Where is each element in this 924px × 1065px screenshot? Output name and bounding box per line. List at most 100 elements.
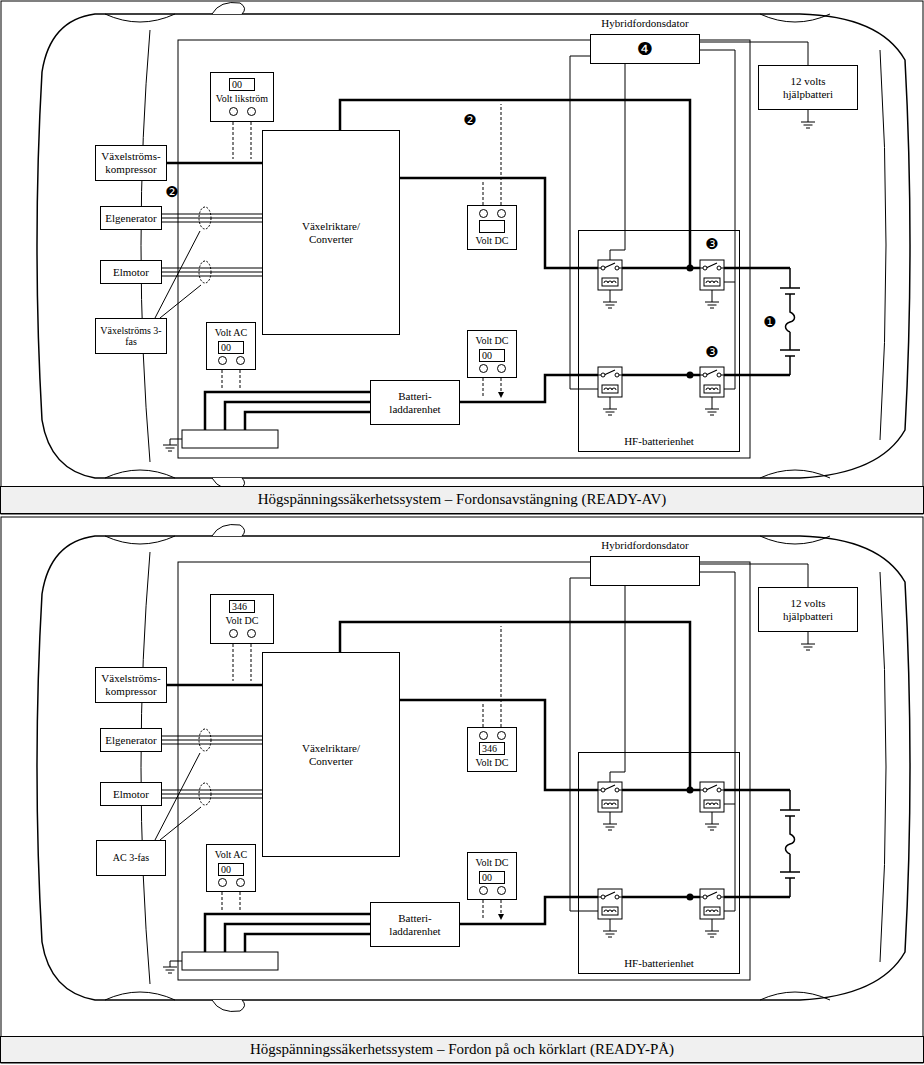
probe-terminal [479, 731, 488, 740]
meter-reading: 00 [229, 78, 255, 91]
wire-group [400, 178, 578, 268]
hv-wire [167, 162, 262, 165]
node-text: AC 3-fas [113, 852, 149, 864]
wire-group [460, 897, 578, 924]
probe-terminals [229, 107, 256, 116]
hv-wire [162, 271, 262, 272]
meter-reading: 00 [479, 871, 505, 884]
meter-reading: 00 [218, 341, 244, 354]
probe-terminal [497, 364, 506, 373]
meter-label: Volt DC [476, 757, 509, 769]
charger-box: Batteri- laddarenhet [370, 902, 460, 947]
meter-reading: 00 [479, 349, 505, 362]
voltmeter: 346Volt DC [210, 594, 274, 644]
node-text: Batteri- laddarenhet [383, 912, 447, 937]
phase-wire [162, 743, 262, 744]
wire-group [400, 700, 578, 790]
wire-group [700, 42, 808, 65]
wire-group [162, 790, 262, 798]
compressor-box: Växelströms- kompressor [95, 667, 167, 703]
probe-terminals [479, 731, 506, 740]
probe-terminal [479, 209, 488, 218]
unit-heading: Hybridfordonsdator [601, 539, 688, 551]
meter-label: Volt DC [476, 335, 509, 347]
inverter-box: Växelriktare/ Converter [262, 652, 400, 857]
probe-terminals [479, 209, 506, 218]
probe-terminal [247, 107, 256, 116]
probe-terminals [218, 878, 245, 887]
wire-group [625, 586, 626, 752]
wire-group [460, 375, 578, 402]
probe-terminal [497, 886, 506, 895]
inverter-box: Växelriktare/ Converter [262, 130, 400, 335]
vehicle-scene [37, 524, 910, 1011]
callout-number: ❷ [165, 185, 178, 200]
callout-number: ❶ [763, 315, 776, 330]
wire-group [167, 163, 262, 164]
battery-unit: HF-batterienhet [578, 752, 740, 974]
meter-label: Volt AC [215, 849, 247, 861]
voltmeter: 346Volt DC [467, 727, 517, 772]
phase-wire [162, 735, 262, 736]
control-wire [625, 586, 626, 752]
phase-wire [162, 221, 262, 222]
hv-wire [400, 700, 578, 790]
wire-group [167, 685, 262, 686]
node-text: Högspänningssäkerhetssystem – Fordonsavs… [258, 491, 666, 508]
voltmeter: Volt AC 00 [206, 322, 256, 370]
probe-terminal [236, 878, 245, 887]
wire-group [162, 268, 262, 276]
hv-wire [400, 178, 578, 268]
voltmeter: Volt DC00 [467, 852, 517, 900]
hv-wire [162, 739, 262, 740]
probe-terminal [229, 107, 238, 116]
node-text: Elgenerator [105, 212, 156, 225]
control-wire [700, 564, 808, 587]
meter-label: Volt DC [226, 615, 259, 627]
probe-terminal [218, 356, 227, 365]
wire-group [700, 564, 808, 587]
wire-group [625, 64, 626, 230]
control-wire [625, 64, 626, 230]
battery-unit: HF-batterienhet [578, 230, 740, 452]
voltmeter: Volt AC00 [206, 844, 256, 892]
panel-frame [1, 517, 923, 1063]
node-text: Högspänningssäkerhetssystem – Fordon på … [250, 1041, 674, 1058]
caption-band: Högspänningssäkerhetssystem – Fordon på … [0, 1036, 924, 1063]
probe-terminals [479, 364, 506, 373]
node-text: Elmotor [113, 266, 149, 279]
meter-reading: 346 [229, 600, 255, 613]
hybrid-computer: Hybridfordonsdator [590, 556, 700, 586]
voltmeter: Volt DC [467, 205, 517, 250]
hybrid-computer: Hybridfordonsdator❹ [590, 34, 700, 64]
node-text: 12 volts hjälpbatteri [772, 597, 844, 622]
generator-box: Elgenerator [100, 206, 162, 230]
hv-wire [167, 684, 262, 687]
generator-box: Elgenerator [100, 728, 162, 752]
probe-terminal [229, 629, 238, 638]
probe-terminal [479, 364, 488, 373]
meter-label: Volt likström [216, 93, 268, 105]
probe-terminals [218, 356, 245, 365]
meter-display [479, 220, 505, 233]
caption-band: Högspänningssäkerhetssystem – Fordonsavs… [0, 486, 924, 514]
meter-label: Volt DC [476, 235, 509, 247]
probe-terminals [479, 886, 506, 895]
node-text: HF-batterienhet [624, 957, 694, 970]
callout-number: ❹ [637, 39, 653, 60]
voltmeter: 00Volt likström [210, 72, 274, 122]
phase-wire [162, 275, 262, 276]
hv-wire [162, 793, 262, 794]
compressor-box: Växelströms- kompressor [95, 145, 167, 181]
node-text: Växelriktare/ Converter [291, 742, 371, 767]
motor-box: Elmotor [100, 260, 162, 284]
meter-label: Volt AC [215, 327, 247, 339]
auxiliary-battery: 12 volts hjälpbatteri [758, 65, 858, 110]
phase-wire [162, 213, 262, 214]
probe-terminal [218, 878, 227, 887]
wire-group [162, 214, 262, 222]
node-text: Växelströms 3-fas [98, 325, 164, 348]
unit-heading: Hybridfordonsdator [601, 17, 688, 29]
